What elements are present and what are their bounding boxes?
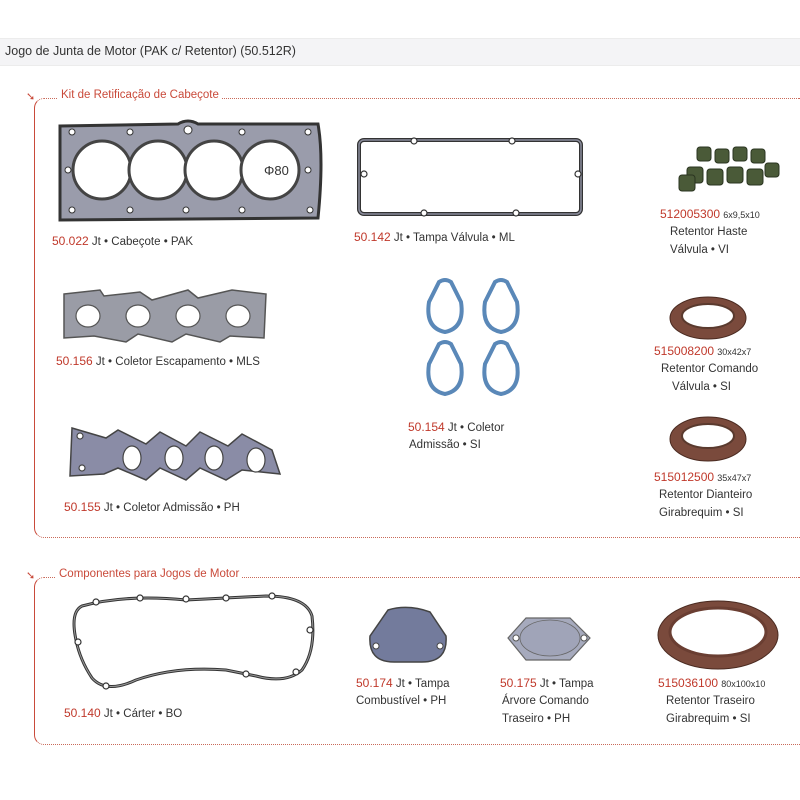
- head-gasket-image: [58, 119, 323, 222]
- product-label: 50.155 Jt • Coletor Admissão • PH: [64, 498, 240, 517]
- product-valve-stem-seal[interactable]: 512005300 6x9,5x10 Retentor Haste Válvul…: [650, 145, 800, 260]
- product-camshaft-rear-cover-gasket[interactable]: 50.175 Jt • Tampa Árvore Comando Traseir…: [496, 616, 626, 728]
- product-desc-2: Girabrequim • SI: [666, 713, 751, 725]
- product-label: 50.156 Jt • Coletor Escapamento • MLS: [56, 352, 260, 371]
- product-desc-1: Jt • Tampa: [395, 678, 450, 690]
- product-desc: Jt • Tampa Válvula • ML: [393, 232, 515, 244]
- product-label: 50.140 Jt • Cárter • BO: [64, 704, 182, 723]
- product-desc-2: Válvula • VI: [670, 244, 729, 256]
- product-desc: Jt • Coletor Escapamento • MLS: [95, 356, 260, 368]
- product-dimensions: 6x9,5x10: [723, 210, 760, 220]
- product-desc-1: Retentor Dianteiro: [659, 489, 753, 501]
- product-front-crankshaft-seal[interactable]: 515012500 35x47x7 Retentor Dianteiro Gir…: [650, 416, 800, 524]
- product-label: 50.022 Jt • Cabeçote • PAK: [52, 232, 193, 251]
- product-code: 50.140: [64, 706, 101, 720]
- product-desc-2: Combustível • PH: [356, 695, 447, 707]
- camshaft-rear-cover-gasket-image: [507, 617, 591, 661]
- product-code-line: 515008200 30x42x7: [654, 342, 751, 361]
- section-title: Componentes para Jogos de Motor: [56, 568, 243, 580]
- product-desc-1: Jt • Tampa: [539, 678, 594, 690]
- product-desc-1: Retentor Comando: [661, 363, 759, 375]
- product-label: 50.142 Jt • Tampa Válvula • ML: [354, 228, 515, 247]
- section-frame: [34, 98, 800, 538]
- page-title: Jogo de Junta de Motor (PAK c/ Retentor)…: [5, 44, 296, 58]
- product-code: 512005300: [660, 207, 721, 221]
- camshaft-seal-image: [669, 296, 747, 340]
- product-dimensions: 35x47x7: [717, 473, 752, 483]
- section-title: Kit de Retificação de Cabeçote: [58, 89, 222, 101]
- product-intake-manifold-gasket-ph[interactable]: 50.155 Jt • Coletor Admissão • PH: [64, 424, 304, 518]
- intake-manifold-gasket-ph-image: [69, 427, 282, 481]
- product-desc-2: Girabrequim • SI: [659, 507, 744, 519]
- product-desc-3: Traseiro • PH: [502, 713, 571, 725]
- product-code: 515008200: [654, 344, 715, 358]
- intake-manifold-gasket-si-image: [426, 278, 520, 397]
- product-rear-crankshaft-seal[interactable]: 515036100 80x100x10 Retentor Traseiro Gi…: [652, 600, 800, 728]
- product-code: 50.175: [500, 676, 537, 690]
- arrow-icon: ➘: [26, 570, 36, 582]
- product-desc-2: Árvore Comando: [502, 695, 589, 707]
- product-desc: Jt • Cárter • BO: [103, 708, 183, 720]
- diameter-label: Φ80: [264, 163, 289, 178]
- arrow-icon: ➘: [26, 91, 36, 103]
- product-code: 50.022: [52, 234, 89, 248]
- product-oil-pan-gasket[interactable]: 50.140 Jt • Cárter • BO: [62, 590, 324, 728]
- product-code: 50.174: [356, 676, 393, 690]
- product-desc-1: Retentor Haste: [670, 226, 748, 238]
- product-code: 50.156: [56, 354, 93, 368]
- product-code-line: 50.154 Jt • Coletor: [408, 418, 504, 437]
- product-desc: Jt • Cabeçote • PAK: [91, 236, 194, 248]
- product-dimensions: 30x42x7: [717, 347, 752, 357]
- product-code: 50.154: [408, 420, 445, 434]
- product-exhaust-manifold-gasket[interactable]: 50.156 Jt • Coletor Escapamento • MLS: [56, 286, 296, 386]
- product-dimensions: 80x100x10: [721, 679, 766, 689]
- section-frame: [34, 577, 800, 745]
- product-code: 50.142: [354, 230, 391, 244]
- product-code-line: 515012500 35x47x7: [654, 468, 751, 487]
- rear-crankshaft-seal-image: [657, 600, 779, 670]
- valve-cover-gasket-image: [357, 137, 583, 217]
- product-code: 515012500: [654, 470, 715, 484]
- product-intake-manifold-gasket-si[interactable]: 50.154 Jt • Coletor Admissão • SI: [405, 276, 545, 461]
- product-head-gasket[interactable]: Φ80 50.022 Jt • Cabeçote • PAK: [50, 118, 330, 258]
- valve-stem-seal-image: [678, 146, 780, 192]
- product-code: 50.155: [64, 500, 101, 514]
- product-desc-1: Retentor Traseiro: [666, 695, 755, 707]
- product-code: 515036100: [658, 676, 719, 690]
- title-bar: Jogo de Junta de Motor (PAK c/ Retentor)…: [0, 38, 800, 66]
- section-engine-components: ➘ Componentes para Jogos de Motor: [26, 568, 800, 745]
- product-desc-2: Válvula • SI: [672, 381, 731, 393]
- product-desc-2: Admissão • SI: [409, 439, 481, 451]
- product-code-line: 50.174 Jt • Tampa: [356, 674, 450, 693]
- product-code-line: 515036100 80x100x10: [658, 674, 765, 693]
- product-fuel-cover-gasket[interactable]: 50.174 Jt • Tampa Combustível • PH: [352, 606, 472, 716]
- product-camshaft-seal[interactable]: 515008200 30x42x7 Retentor Comando Válvu…: [650, 296, 800, 400]
- product-desc: Jt • Coletor Admissão • PH: [103, 502, 240, 514]
- front-crankshaft-seal-image: [669, 416, 747, 462]
- section-head-kit: ➘ Kit de Retificação de Cabeçote: [26, 89, 800, 538]
- fuel-cover-gasket-image: [369, 606, 447, 663]
- oil-pan-gasket-image: [72, 592, 315, 690]
- product-code-line: 512005300 6x9,5x10: [660, 205, 760, 224]
- product-desc-1: Jt • Coletor: [447, 422, 505, 434]
- product-code-line: 50.175 Jt • Tampa: [500, 674, 594, 693]
- product-valve-cover-gasket[interactable]: 50.142 Jt • Tampa Válvula • ML: [352, 134, 592, 254]
- exhaust-manifold-gasket-image: [63, 289, 267, 343]
